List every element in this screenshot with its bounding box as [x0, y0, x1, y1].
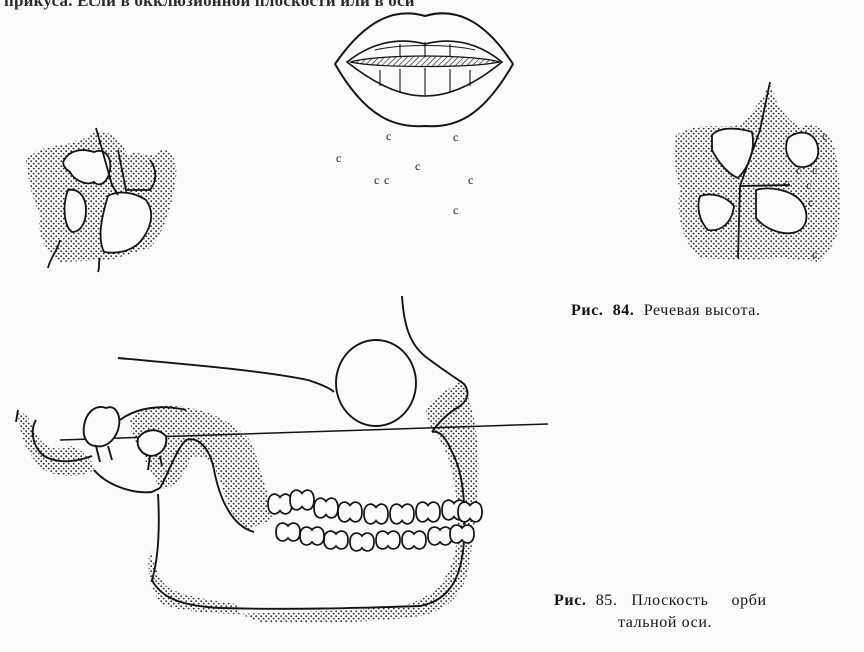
tooth-crown — [428, 527, 452, 545]
tooth-crown — [290, 490, 314, 510]
figure-84-label: Рис. — [571, 302, 604, 319]
speech-letter: с — [386, 129, 391, 143]
jaw-profile-drawing — [16, 296, 548, 623]
speech-letter: с — [822, 129, 827, 143]
speech-letter: с — [806, 178, 811, 192]
dental-arch — [268, 490, 482, 551]
tooth-crown — [314, 498, 338, 518]
tooth-crown — [350, 533, 374, 551]
tooth-crown — [450, 525, 474, 543]
speech-letter: с — [453, 203, 458, 217]
mouth-drawing — [335, 13, 513, 126]
tooth-crown — [338, 502, 362, 522]
speech-letter: с — [784, 176, 789, 190]
figure-84-number: 84. — [613, 302, 635, 319]
tooth-crown — [458, 502, 482, 522]
tooth-crown — [390, 504, 414, 524]
tooth-crown — [324, 531, 348, 549]
speech-letter: с — [336, 151, 341, 165]
tooth-crown — [364, 504, 388, 524]
figure-85-title-cut: орби — [732, 592, 767, 609]
speech-letter: с — [453, 130, 458, 144]
speech-letter: с — [374, 173, 379, 187]
tooth-crown — [416, 502, 440, 522]
figure-84-title: Речевая высота. — [644, 302, 761, 319]
figure-85-caption-line2: тальной оси. — [618, 614, 712, 632]
joint-section-left — [26, 128, 176, 272]
figure-85-caption: Рис. 85. Плоскость орби — [554, 592, 767, 610]
speech-letter: с — [808, 195, 813, 209]
speech-letter: с — [812, 163, 817, 177]
tooth-crown — [268, 494, 292, 514]
tooth-crown — [402, 531, 426, 549]
speech-letter: с — [468, 173, 473, 187]
figure-85-title-line1: Плоскость — [631, 592, 708, 609]
speech-letter: с — [812, 247, 817, 261]
tooth-crown — [376, 531, 400, 549]
figure-85-label: Рис. — [554, 592, 587, 609]
speech-letter: с — [415, 159, 420, 173]
tooth-crown — [300, 527, 324, 545]
speech-letter: с — [796, 163, 801, 177]
figure-84-caption: Рис. 84. Речевая высота. — [571, 302, 761, 320]
figure-85-number: 85. — [596, 592, 618, 609]
speech-letter: с — [384, 173, 389, 187]
tooth-crown — [276, 523, 300, 541]
